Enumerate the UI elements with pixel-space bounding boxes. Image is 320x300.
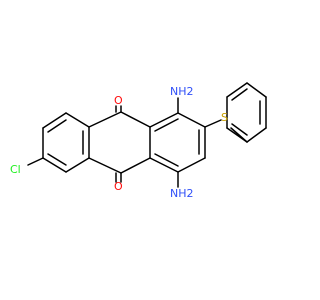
carbonyl-oxygen-top: O <box>114 94 123 107</box>
sulfur-atom: S <box>221 111 228 124</box>
molecule-structure: O O NH2 NH2 S Cl <box>10 82 267 200</box>
amine-bottom: NH2 <box>170 187 194 200</box>
carbonyl-oxygen-bottom: O <box>114 180 123 193</box>
right-ring <box>149 112 206 173</box>
amine-top: NH2 <box>170 85 194 98</box>
phenyl-ring <box>226 82 267 143</box>
central-ring <box>88 105 151 183</box>
thioether-chain <box>204 119 267 143</box>
left-ring <box>42 112 90 173</box>
chloro-substituent <box>27 157 44 166</box>
chlorine-atom: Cl <box>10 163 21 176</box>
